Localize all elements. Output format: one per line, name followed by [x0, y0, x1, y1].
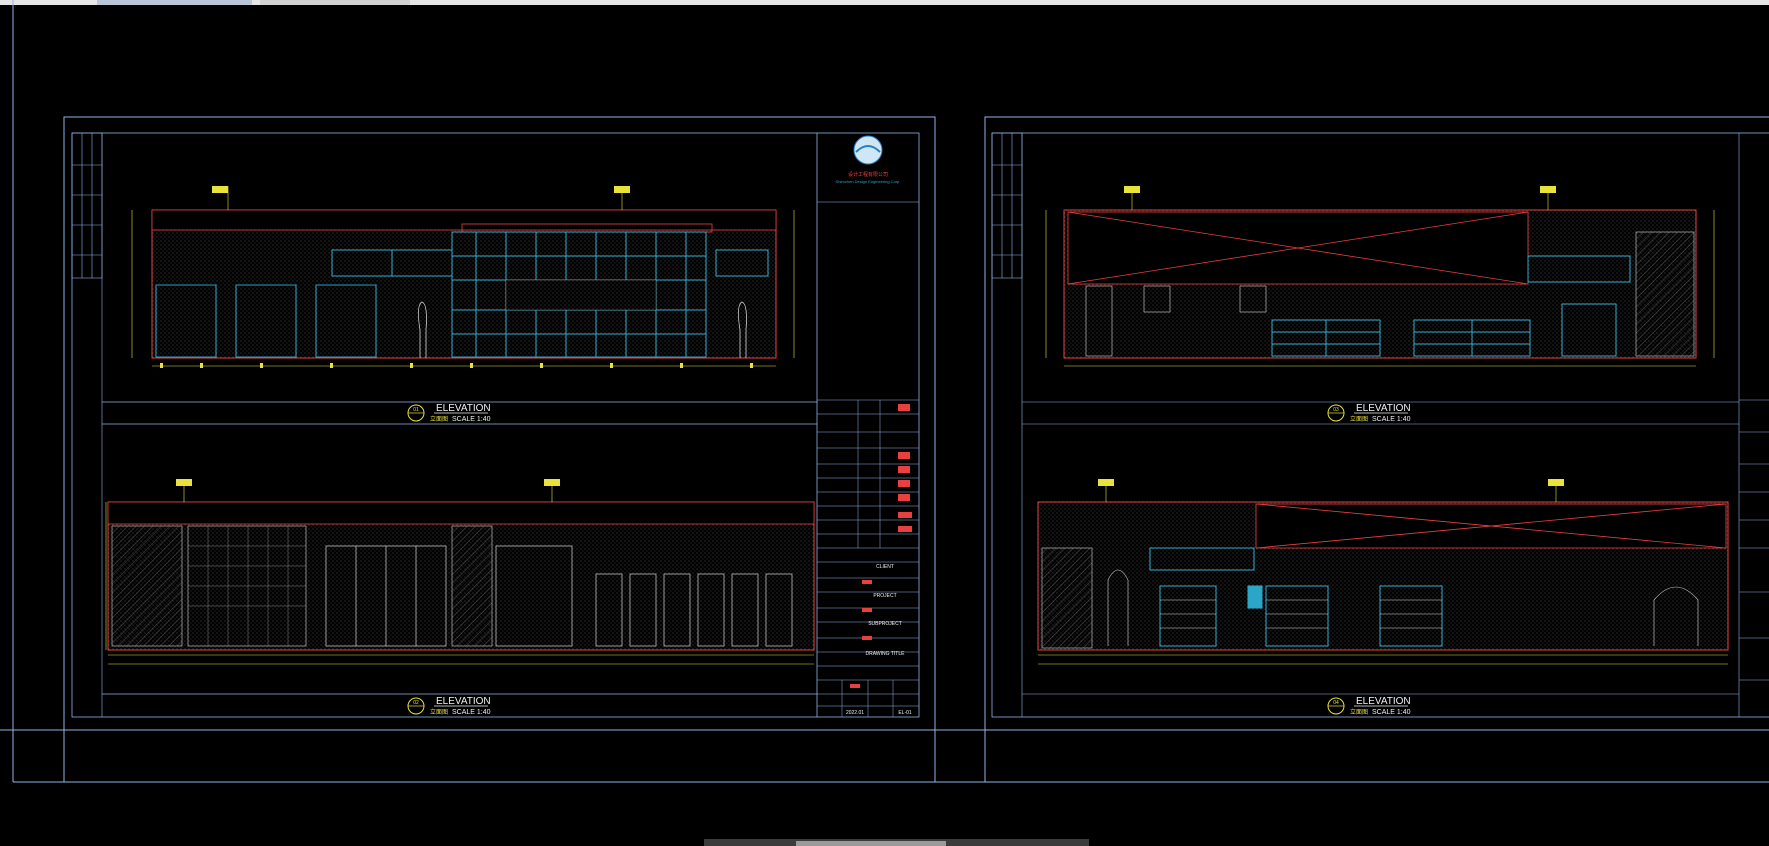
elevation-01-title: ELEVATION [436, 403, 491, 414]
elevation-01-cn: 立面图 [430, 415, 448, 423]
project-label: PROJECT [873, 593, 896, 599]
sheet-right: 03 ELEVATION SCALE 1:40 立面图 04 ELEVATION… [984, 116, 1769, 783]
title-block-right-partial [1739, 399, 1769, 681]
elevation-04-drawing[interactable] [1037, 479, 1729, 665]
elevation-02-label: 02 ELEVATION SCALE 1:40 立面图 [407, 696, 491, 716]
elevation-01-drawing[interactable] [131, 186, 795, 368]
drawing-title-label: DRAWING TITLE [866, 651, 906, 657]
title-block[interactable]: 设计工程有限公司 Shenzhen Design Engineering Cor… [817, 135, 919, 717]
sheet-number: EL-01 [898, 710, 912, 716]
subproject-label: SUBPROJECT [868, 621, 902, 627]
horizontal-scrollbar[interactable] [704, 839, 1089, 846]
elevation-02-number: 02 [413, 700, 419, 706]
elevation-03-drawing[interactable] [1045, 186, 1715, 367]
elevation-04-label: 04 ELEVATION SCALE 1:40 立面图 [1327, 696, 1411, 716]
elevation-01-label: 01 ELEVATION SCALE 1:40 立面图 [407, 403, 491, 423]
elevation-04-number: 04 [1333, 700, 1339, 706]
scrollbar-thumb[interactable] [796, 841, 946, 846]
elevation-02-drawing[interactable] [105, 479, 815, 665]
elevation-04-cn: 立面图 [1350, 708, 1368, 716]
elevation-03-title: ELEVATION [1356, 403, 1411, 414]
drawing-tab[interactable] [97, 0, 252, 5]
company-name-cn: 设计工程有限公司 [848, 171, 888, 178]
company-logo [853, 135, 883, 165]
drawing-date: 2022.01 [846, 710, 864, 716]
elevation-02-cn: 立面图 [430, 708, 448, 716]
elevation-02-scale: SCALE 1:40 [452, 709, 491, 716]
elevation-03-scale: SCALE 1:40 [1372, 416, 1411, 423]
drawing-tab-2[interactable] [260, 0, 410, 5]
elevation-02-title: ELEVATION [436, 696, 491, 707]
elevation-04-title: ELEVATION [1356, 696, 1411, 707]
window-top-bar [0, 0, 1769, 5]
company-name-en: Shenzhen Design Engineering Corp. [836, 179, 901, 184]
elevation-03-cn: 立面图 [1350, 415, 1368, 423]
client-label: CLIENT [876, 564, 894, 570]
elevation-04-scale: SCALE 1:40 [1372, 709, 1411, 716]
sheet-left: 01 ELEVATION SCALE 1:40 立面图 02 ELEVATION… [63, 116, 936, 783]
elevation-01-scale: SCALE 1:40 [452, 416, 491, 423]
elevation-03-label: 03 ELEVATION SCALE 1:40 立面图 [1327, 403, 1411, 423]
elevation-01-number: 01 [413, 407, 419, 413]
elevation-03-number: 03 [1333, 407, 1339, 413]
